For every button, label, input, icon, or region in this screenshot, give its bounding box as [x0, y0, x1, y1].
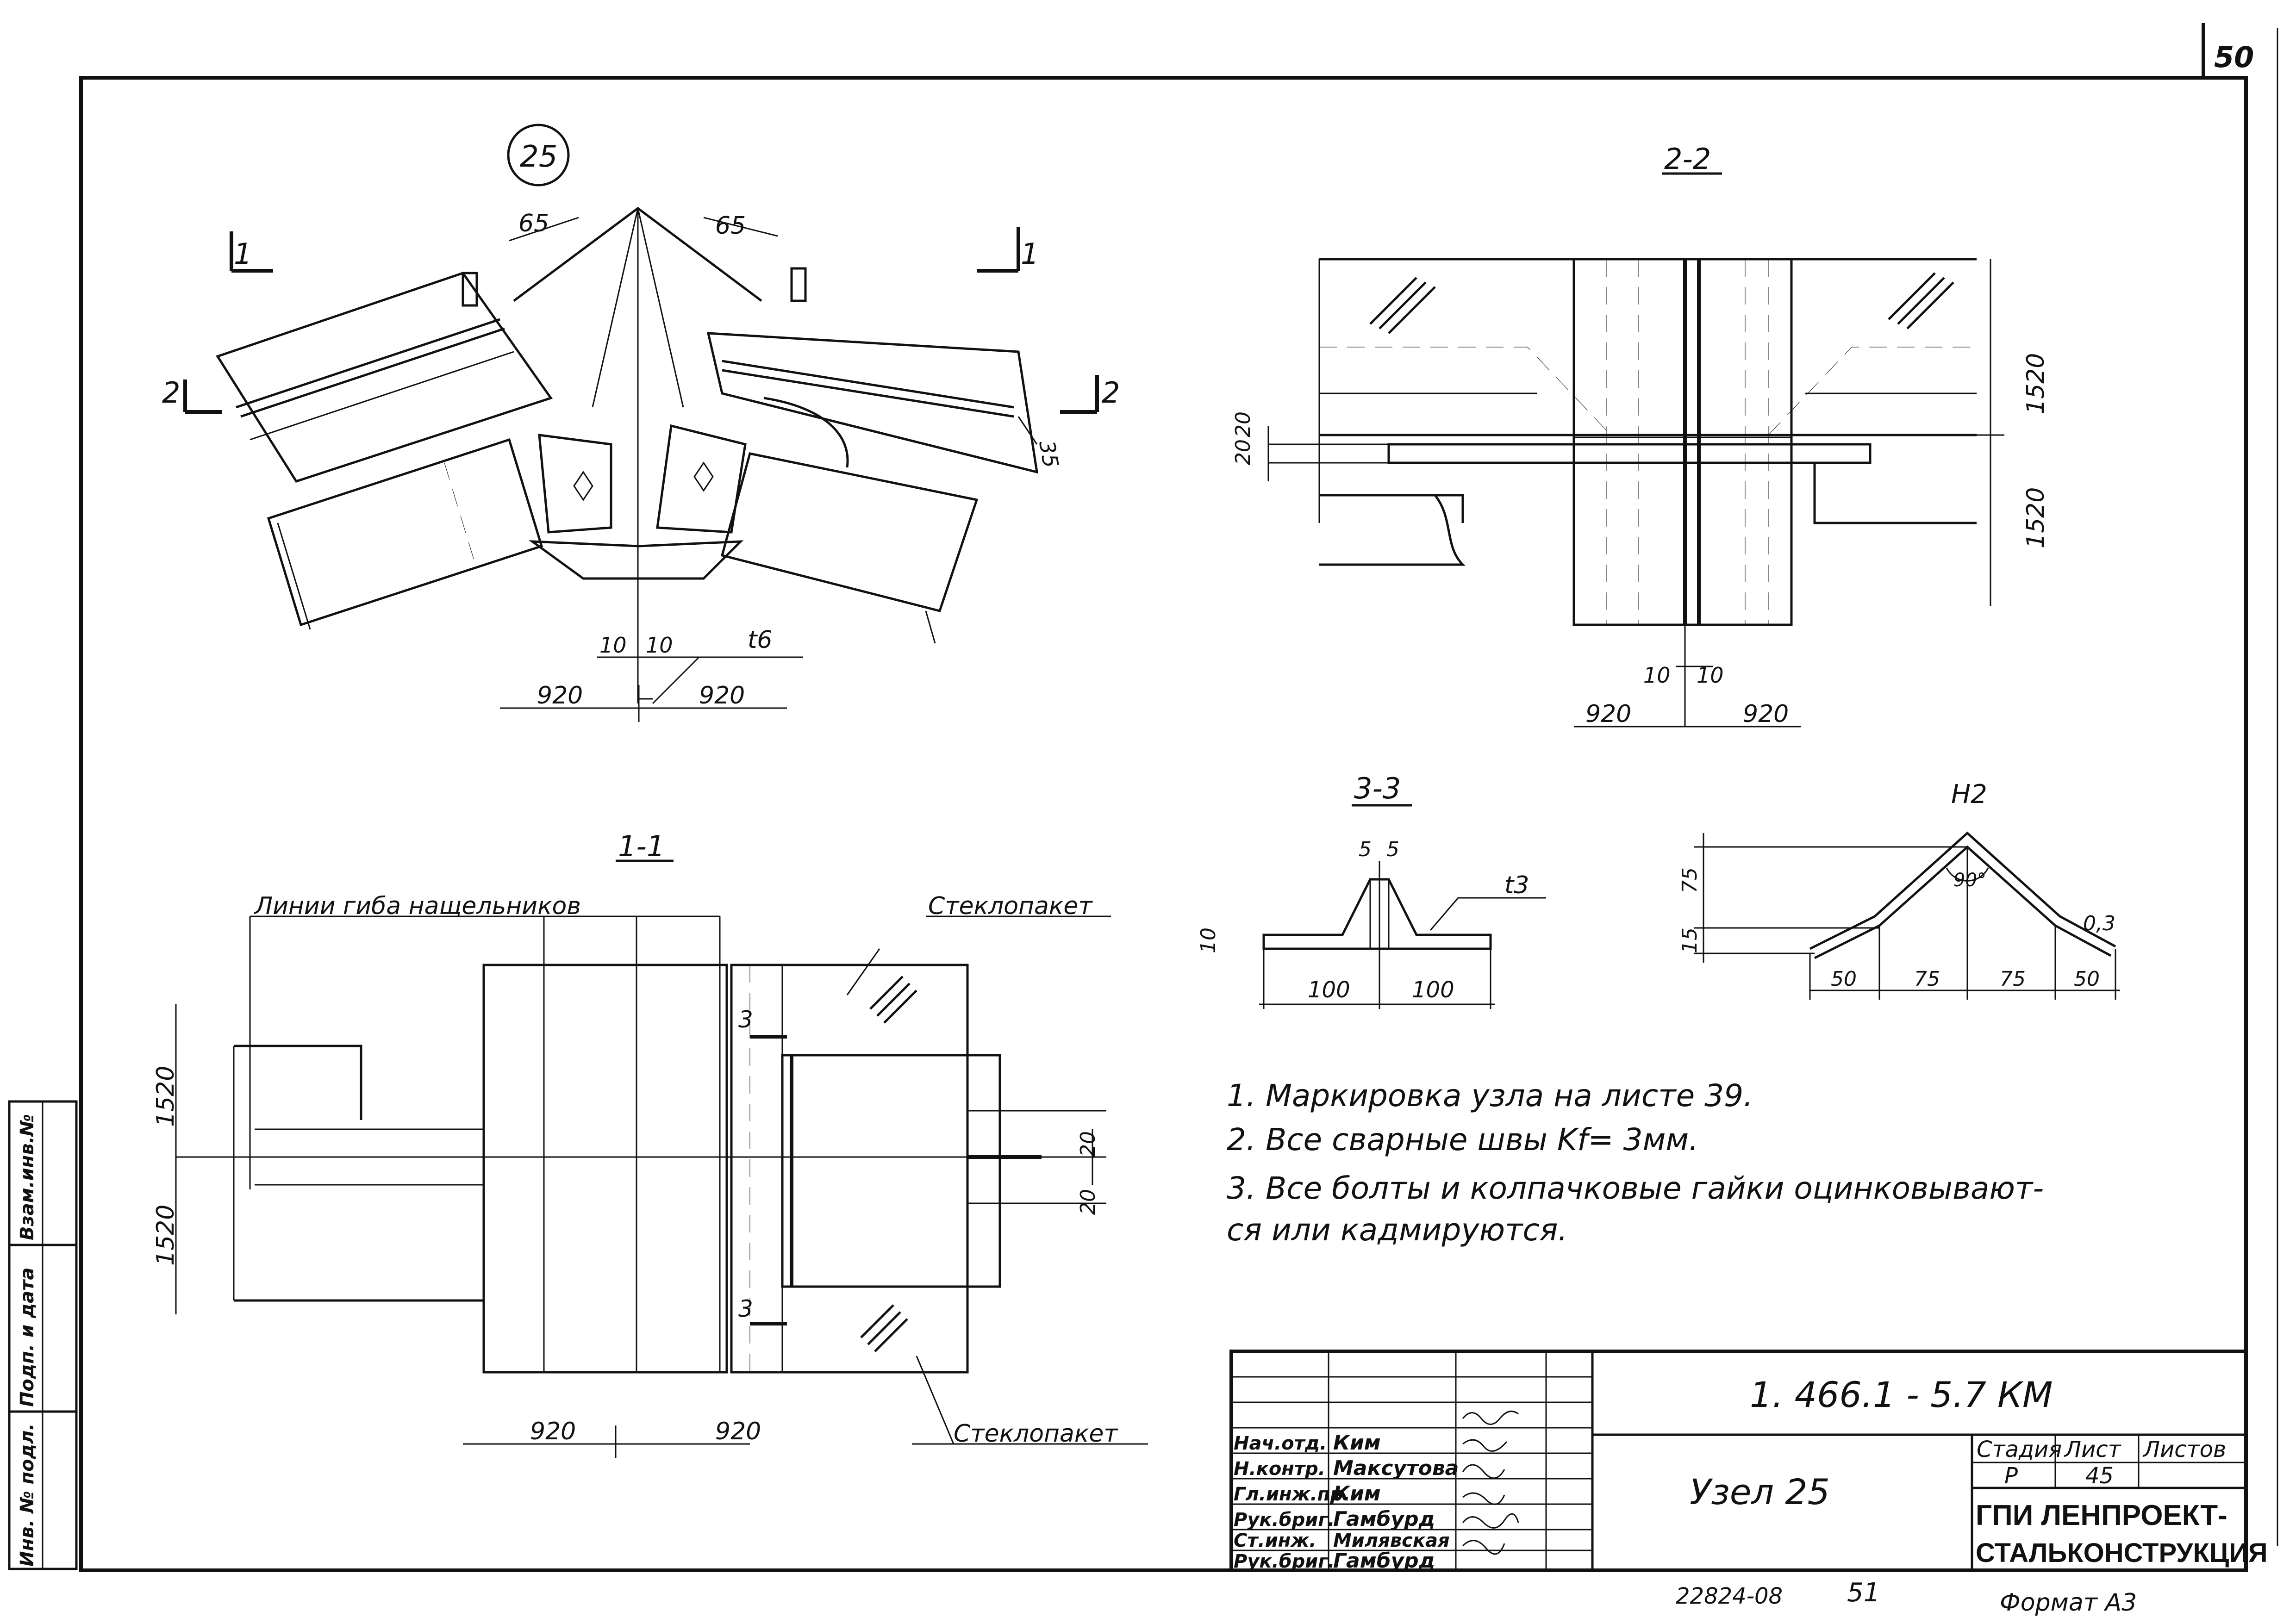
dim-20b: 20	[1076, 1189, 1100, 1215]
dim-10: 10	[1197, 927, 1220, 953]
dim-10a: 10	[599, 633, 627, 658]
dim-100-right: 100	[1412, 977, 1454, 1003]
h2-flashing-view	[1694, 831, 2120, 1000]
section-1-left: 1	[234, 237, 252, 271]
organization-line-2: СТАЛЬКОНСТРУКЦИЯ	[1976, 1538, 2268, 1568]
dim-920-left: 920	[537, 682, 583, 709]
bottom-page: 51	[1847, 1578, 1880, 1608]
section-3-3-view	[1259, 804, 1546, 1009]
stamp-replace-inv: Взам.инв.№	[17, 1114, 38, 1240]
h2-angle: 90°	[1953, 870, 1986, 891]
role-5: Ст.инж.	[1234, 1530, 1316, 1551]
side-stamp	[8, 1100, 78, 1570]
dim-20a: 20	[1076, 1131, 1100, 1157]
page-number: 50	[2214, 40, 2254, 74]
dim-920-right: 920	[715, 1418, 761, 1445]
bend-lines-label: Линии гиба нащельников	[254, 892, 581, 920]
note-2: 2. Все сварные швы Kf= 3мм.	[1227, 1122, 1698, 1157]
h2-dim-50-right: 50	[2074, 967, 2100, 991]
h2-thickness: 0,3	[2083, 912, 2115, 935]
h2-dim-75-right: 75	[2000, 967, 2026, 991]
dim-920-right: 920	[699, 682, 745, 709]
dim-100-left: 100	[1308, 977, 1350, 1003]
sheet-value: 45	[2085, 1463, 2114, 1489]
name-5: Милявская	[1333, 1530, 1450, 1551]
section-2-2-view	[1267, 172, 2004, 728]
note-1: 1. Маркировка узла на листе 39.	[1227, 1078, 1753, 1114]
dim-65-right: 65	[715, 212, 746, 240]
section-2-right: 2	[1102, 376, 1120, 410]
dim-10b: 10	[1697, 663, 1724, 688]
dim-920-left: 920	[530, 1418, 576, 1445]
dim-1520-bottom: 1520	[152, 1205, 180, 1266]
dim-1520-top: 1520	[2022, 353, 2050, 414]
role-1: Нач.отд.	[1234, 1433, 1327, 1454]
node-marker-circle	[507, 124, 570, 187]
section-2-2-title: 2-2	[1664, 142, 1711, 176]
sheets-label: Листов	[2142, 1437, 2226, 1462]
role-3: Гл.инж.пр.	[1234, 1484, 1350, 1505]
h2-title: Н2	[1951, 779, 1987, 809]
dim-1520-bottom: 1520	[2022, 487, 2050, 548]
stamp-sign-date: Подп. и дата	[17, 1268, 38, 1407]
name-4: Гамбурд	[1333, 1507, 1435, 1531]
plate-t3: t3	[1504, 871, 1529, 899]
section-1-1-title: 1-1	[618, 829, 665, 863]
stamp-inv-no: Инв. № подл.	[17, 1423, 38, 1567]
h2-dim-15-vertical: 15	[1678, 927, 1702, 953]
dim-20b: 20	[1231, 411, 1255, 437]
document-code: 1. 466.1 - 5.7 КМ	[1750, 1374, 2053, 1415]
h2-dim-75-left: 75	[1914, 967, 1940, 991]
dim-35: 35	[1034, 439, 1063, 470]
dim-10a: 10	[1643, 663, 1671, 688]
section-2-left: 2	[162, 376, 180, 410]
dim-10b: 10	[646, 633, 673, 658]
node-marker-number: 25	[520, 140, 557, 174]
sheet-label: Лист	[2064, 1437, 2122, 1462]
drawing-name: Узел 25	[1690, 1471, 1830, 1512]
section-1-right: 1	[1021, 237, 1039, 271]
stage-label: Стадия	[1977, 1437, 2062, 1462]
title-block	[1229, 1350, 2248, 1572]
h2-dim-75-vertical: 75	[1678, 867, 1702, 893]
h2-dim-50-left: 50	[1831, 967, 1857, 991]
node-25-plan: 25	[183, 124, 1099, 722]
role-4: Рук.бриг.	[1234, 1509, 1335, 1531]
note-3: 3. Все болты и колпачковые гайки оцинков…	[1227, 1170, 2044, 1206]
dim-20a: 20	[1231, 439, 1255, 465]
plate-t6: t6	[748, 626, 772, 654]
note-3-continued: ся или кадмируются.	[1227, 1212, 1567, 1248]
name-2: Максутова	[1333, 1456, 1459, 1480]
organization-line-1: ГПИ ЛЕНПРОЕКТ-	[1976, 1500, 2227, 1531]
glass-label-bottom: Стеклопакет	[954, 1420, 1118, 1448]
sheet-frame	[79, 23, 2278, 1572]
dim-65-left: 65	[518, 210, 549, 237]
stage-value: Р	[2004, 1463, 2018, 1489]
cut-3a: 3	[738, 1006, 753, 1033]
section-1-1-view	[175, 859, 1148, 1458]
dim-1520-top: 1520	[152, 1066, 180, 1127]
name-6: Гамбурд	[1333, 1549, 1435, 1573]
name-3: Ким	[1333, 1482, 1381, 1506]
bottom-code: 22824-08	[1676, 1583, 1783, 1609]
role-6: Рук.бриг.	[1234, 1551, 1335, 1572]
cut-3b: 3	[738, 1295, 753, 1322]
dim-920-right: 920	[1743, 700, 1789, 728]
dim-5b: 5	[1386, 838, 1399, 861]
name-1: Ким	[1333, 1431, 1381, 1455]
dim-5a: 5	[1359, 838, 1372, 861]
sheet-format: Формат А3	[2000, 1589, 2137, 1617]
role-2: Н.контр.	[1234, 1458, 1325, 1480]
section-3-3-title: 3-3	[1354, 772, 1401, 805]
dim-920-left: 920	[1585, 700, 1631, 728]
glass-label-top: Стеклопакет	[928, 892, 1093, 920]
